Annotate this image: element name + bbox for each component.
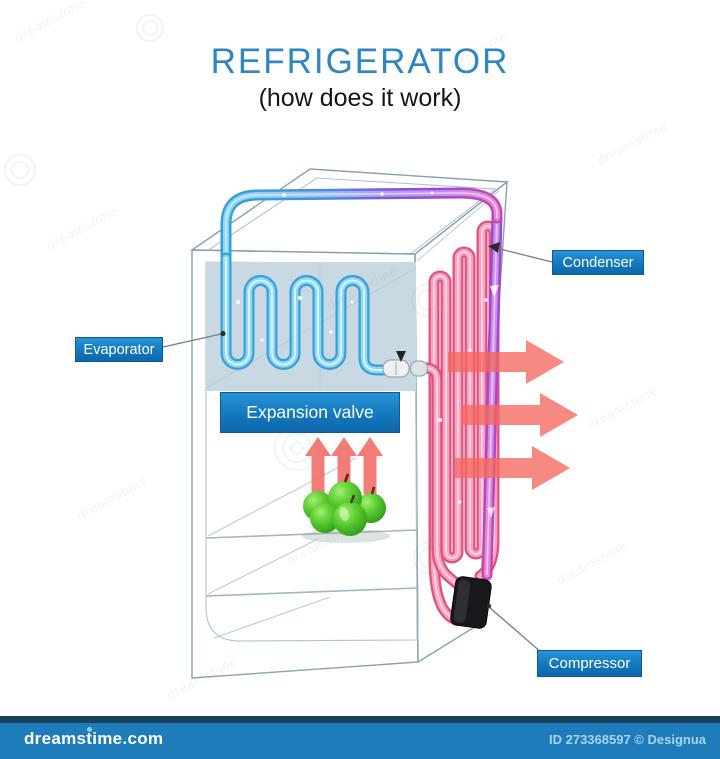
cold-arrow-icon: [331, 437, 357, 494]
evaporator-pointer: [162, 330, 226, 348]
sparkles: [236, 191, 488, 504]
watermark-text: dreamstime: [594, 118, 670, 168]
expansion-valve-device: [382, 351, 429, 378]
condenser-label: Condenser: [552, 250, 644, 275]
footer-divider: [0, 716, 720, 723]
heat-arrow-icon: [448, 340, 564, 384]
watermark-text: dreamstime: [164, 653, 240, 703]
expansion-valve-label: Expansion valve: [220, 392, 400, 433]
heat-arrow-icon: [462, 393, 578, 437]
flow-arrow-icon: [490, 285, 499, 297]
valve-marker-icon: [396, 351, 406, 362]
compressor-label: Compressor: [537, 650, 642, 677]
image-credit: ID 273368597 © Designua: [549, 732, 706, 747]
watermark-text: dreamstime: [12, 0, 88, 45]
compressor-label-text: Compressor: [548, 655, 631, 672]
cold-arrows: [305, 437, 383, 494]
compressor-pointer: [486, 603, 543, 654]
cold-arrow-icon: [305, 437, 331, 494]
footer-bar: [0, 723, 720, 759]
evaporator-label: Evaporator: [75, 337, 163, 362]
compressor-body: [450, 576, 492, 629]
expansion-valve-label-text: Expansion valve: [246, 402, 374, 422]
flow-arrow-icon: [487, 507, 495, 518]
page-subtitle: (how does it work): [258, 84, 462, 112]
suction-pipe: [487, 216, 499, 575]
heat-arrow-icon: [455, 446, 570, 490]
evaporator-label-text: Evaporator: [83, 341, 155, 358]
logo-dot-icon: [87, 727, 92, 732]
watermark-text: dreamstime: [44, 203, 120, 253]
page-title: REFRIGERATOR: [210, 42, 510, 81]
condenser-pointer: [488, 242, 553, 263]
condenser-label-text: Condenser: [562, 254, 634, 271]
watermark-text: dreamstime: [584, 383, 660, 433]
site-logo[interactable]: dreamstime.com: [24, 729, 164, 748]
watermark-text: dreamstime: [74, 473, 150, 523]
heat-arrows: [448, 340, 578, 490]
cold-arrow-icon: [357, 437, 383, 494]
watermark-text: dreamstime: [554, 538, 630, 588]
apples: [302, 473, 390, 543]
